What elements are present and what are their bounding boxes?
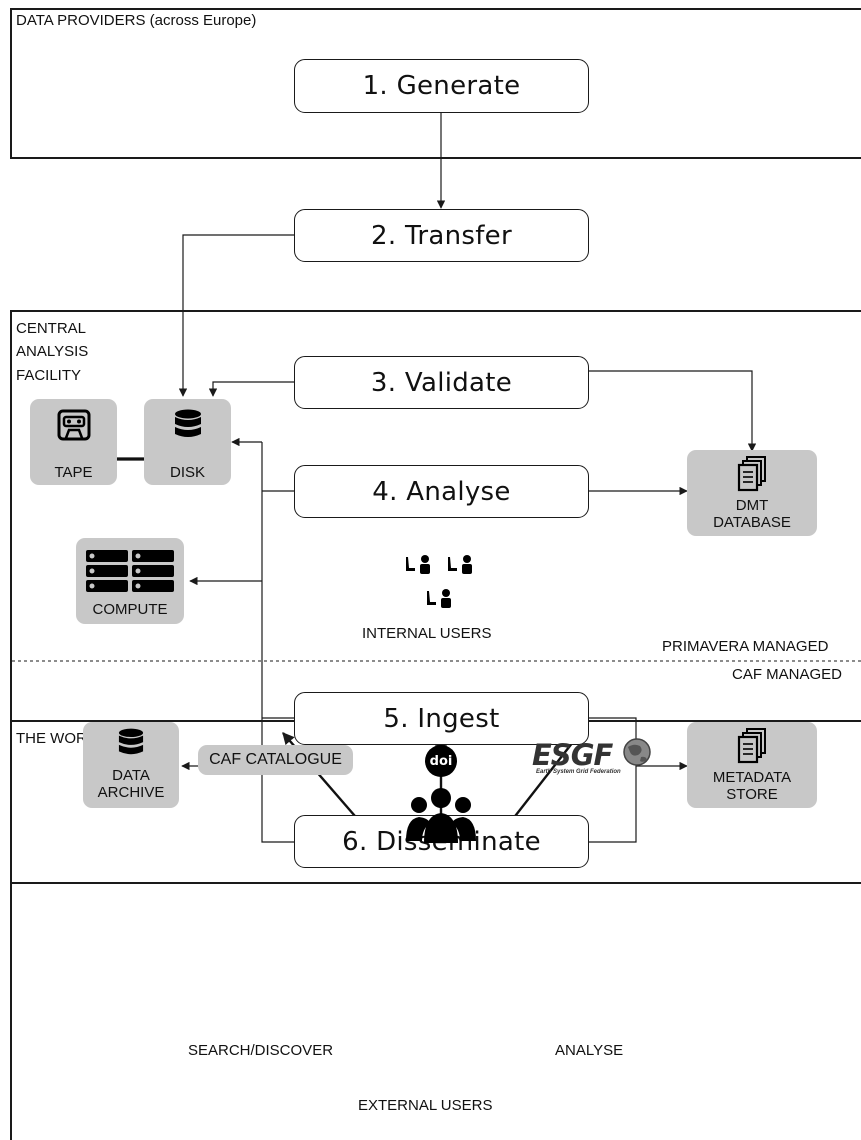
dmt-database-resource[interactable]: DMT DATABASE <box>687 450 817 536</box>
metadata-store-label: METADATA STORE <box>712 769 792 803</box>
analyse-label: ANALYSE <box>555 1042 624 1059</box>
database-icon <box>174 409 201 437</box>
internal-users-label: INTERNAL USERS <box>362 625 492 642</box>
caf-managed-label: CAF MANAGED <box>732 666 843 683</box>
arrow-transfer-disk <box>178 234 295 397</box>
central-analysis-facility-region <box>10 310 861 884</box>
caf-catalogue-label: CAF CATALOGUE <box>209 751 342 769</box>
metadata-store-resource[interactable]: METADATA STORE <box>687 722 817 808</box>
step-analyse[interactable]: 4. Analyse <box>294 465 589 518</box>
caf-label: CENTRAL ANALYSIS FACILITY <box>16 320 89 384</box>
search-discover-label: SEARCH/DISCOVER <box>188 1042 334 1059</box>
globe-icon <box>623 738 651 766</box>
bus-internal <box>261 442 295 843</box>
esgf-wordmark: ESGF <box>532 738 613 772</box>
disk-label: DISK <box>169 464 205 481</box>
disk-resource[interactable]: DISK <box>144 399 231 485</box>
arrow-validate-disk <box>208 381 295 397</box>
dmt-database-label: DMT DATABASE <box>713 497 791 531</box>
server-rack-icon <box>86 550 174 592</box>
internal-users-icon <box>406 555 472 608</box>
caf-catalogue-resource[interactable]: CAF CATALOGUE <box>198 745 353 775</box>
compute-resource[interactable]: COMPUTE <box>76 538 184 624</box>
database-icon <box>118 728 144 755</box>
data-providers-region <box>10 8 861 159</box>
tape-label: TAPE <box>54 464 93 481</box>
documents-icon <box>737 456 766 492</box>
cassette-tape-icon <box>57 409 90 441</box>
step-generate[interactable]: 1. Generate <box>294 59 589 113</box>
step-ingest[interactable]: 5. Ingest <box>294 692 589 745</box>
arrow-validate-dmt <box>588 370 757 452</box>
compute-label: COMPUTE <box>92 601 168 618</box>
data-archive-resource[interactable]: DATA ARCHIVE <box>83 722 179 808</box>
esgf-subtitle: Earth System Grid Federation <box>536 769 621 775</box>
step-validate[interactable]: 3. Validate <box>294 356 589 409</box>
step-transfer[interactable]: 2. Transfer <box>294 209 589 262</box>
providers-label: DATA PROVIDERS (across Europe) <box>16 12 257 29</box>
data-archive-label: DATA ARCHIVE <box>97 767 165 801</box>
users-group-icon <box>406 788 476 843</box>
doi-icon[interactable]: doi <box>425 745 457 777</box>
doi-text: doi <box>429 753 453 769</box>
metadata-bus <box>588 717 637 843</box>
documents-icon <box>737 728 766 764</box>
external-users-label: EXTERNAL USERS <box>358 1097 493 1114</box>
tape-resource[interactable]: TAPE <box>30 399 117 485</box>
esgf-logo-icon[interactable]: ESGF Earth System Grid Federation <box>528 736 658 776</box>
primavera-managed-label: PRIMAVERA MANAGED <box>662 638 829 655</box>
